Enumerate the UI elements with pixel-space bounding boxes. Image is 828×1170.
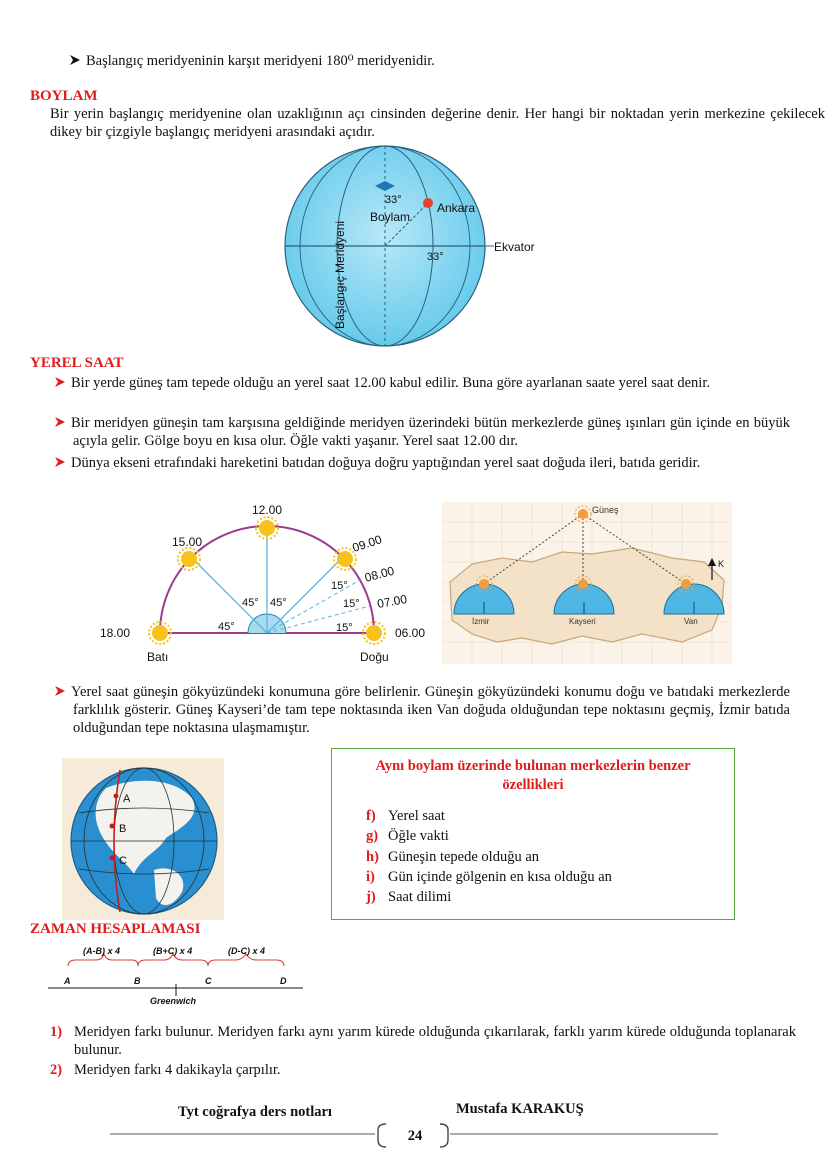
zaman-heading: ZAMAN HESAPLAMASI bbox=[30, 921, 201, 937]
point-c: C bbox=[205, 976, 212, 986]
sun-icon bbox=[255, 516, 279, 540]
gunes-label: Güneş bbox=[592, 505, 619, 515]
footer-right: Mustafa KARAKUŞ bbox=[456, 1101, 584, 1117]
formula-b-c: (B+C) x 4 bbox=[153, 946, 192, 956]
ankara-label: Ankara bbox=[437, 201, 475, 215]
box-list-item: h)Güneşin tepede olduğu an bbox=[366, 848, 540, 865]
zaman-diagram: (A-B) x 4 (B+C) x 4 (D-C) x 4 A B C D Gr… bbox=[48, 946, 303, 1006]
angle-top-label: 33° bbox=[385, 194, 402, 206]
box-list-item: g)Öğle vakti bbox=[366, 828, 449, 845]
footer-left: Tyt coğrafya ders notları bbox=[178, 1104, 332, 1120]
time-0600: 06.00 bbox=[395, 626, 425, 640]
angle-45-bottom: 45° bbox=[218, 621, 235, 633]
sun-icon bbox=[574, 505, 592, 523]
sun-icon bbox=[362, 621, 386, 645]
intro-bullet: Başlangıç meridyeninin karşıt meridyeni … bbox=[70, 52, 790, 70]
same-longitude-box: Aynı boylam üzerinde bulunan merkezlerin… bbox=[331, 748, 735, 920]
formula-a-b: (A-B) x 4 bbox=[83, 946, 120, 956]
box-list-item: i)Gün içinde gölgenin en kısa olduğu an bbox=[366, 868, 612, 885]
kayseri-label: Kayseri bbox=[569, 617, 596, 626]
arrow-bullet-icon bbox=[55, 377, 65, 387]
yerel-saat-bullet-4: Yerel saat güneşin gökyüzündeki konumuna… bbox=[55, 683, 790, 737]
izmir-label: İzmir bbox=[472, 617, 490, 626]
page-number: 24 bbox=[407, 1128, 423, 1144]
point-d: D bbox=[280, 976, 287, 986]
arrow-bullet-icon bbox=[55, 686, 65, 696]
arrow-bullet-icon bbox=[55, 417, 65, 427]
yerel-saat-bullet-2: Bir meridyen güneşin tam karşısına geldi… bbox=[55, 414, 790, 450]
sun-icon bbox=[333, 547, 357, 571]
time-1800: 18.00 bbox=[100, 626, 130, 640]
globe-point-b: B bbox=[119, 823, 126, 835]
angle-marker bbox=[375, 181, 395, 191]
angle-45-right: 45° bbox=[270, 597, 287, 609]
north-label: K bbox=[718, 559, 724, 569]
label-dogu: Doğu bbox=[360, 650, 389, 664]
sun-arc-diagram: 12.00 15.00 18.00 09.00 08.00 07.00 06.0… bbox=[100, 503, 425, 664]
yerel-saat-heading: YEREL SAAT bbox=[30, 355, 124, 371]
zaman-step-1: 1)Meridyen farkı bulunur. Meridyen farkı… bbox=[50, 1024, 796, 1058]
angle-45-left: 45° bbox=[242, 597, 259, 609]
time-0700: 07.00 bbox=[376, 592, 408, 611]
angle-15-b: 15° bbox=[343, 598, 360, 610]
sun-icon bbox=[177, 547, 201, 571]
formula-d-c: (D-C) x 4 bbox=[228, 946, 265, 956]
point-a: A bbox=[63, 976, 71, 986]
angle-15-c: 15° bbox=[336, 622, 353, 634]
time-0800: 08.00 bbox=[363, 564, 396, 585]
arrow-bullet-icon bbox=[70, 55, 80, 65]
boylam-label: Boylam bbox=[370, 210, 410, 224]
yerel-saat-bullet-1: Bir yerde güneş tam tepede olduğu an yer… bbox=[55, 374, 790, 392]
meridian-label: Başlangıç Meridyeni bbox=[333, 221, 347, 329]
turkey-sun-map: K Güneş İzmir Kayseri Van bbox=[442, 502, 732, 664]
time-0900: 09.00 bbox=[351, 532, 384, 555]
globe-point-c: C bbox=[119, 855, 127, 867]
van-dome bbox=[663, 583, 725, 615]
sun-icon bbox=[574, 575, 592, 593]
van-label: Van bbox=[684, 617, 698, 626]
globe-point-a: A bbox=[123, 793, 131, 805]
point-b: B bbox=[134, 976, 141, 986]
abc-globe-image: A B C bbox=[62, 758, 224, 920]
north-arrow-icon bbox=[708, 558, 716, 580]
time-1200: 12.00 bbox=[252, 503, 282, 517]
footer-rule bbox=[110, 1123, 718, 1148]
ankara-point bbox=[423, 198, 433, 208]
box-list: f)Yerel saat g)Öğle vakti h)Güneşin tepe… bbox=[366, 807, 612, 906]
boylam-globe-diagram: 33° Boylam Ankara 33° Ekvator Başlangıç … bbox=[284, 145, 535, 347]
boylam-heading: BOYLAM bbox=[30, 88, 98, 104]
angle-15-a: 15° bbox=[331, 580, 348, 592]
angle-eq-label: 33° bbox=[427, 251, 444, 263]
time-1500: 15.00 bbox=[172, 535, 202, 549]
box-title: Aynı boylam üzerinde bulunan merkezlerin… bbox=[375, 758, 691, 793]
sun-icon bbox=[475, 575, 493, 593]
boylam-text: Bir yerin başlangıç meridyenine olan uza… bbox=[50, 106, 825, 140]
arrow-bullet-icon bbox=[55, 457, 65, 467]
greenwich-label: Greenwich bbox=[150, 996, 197, 1006]
yerel-saat-bullet-3: Dünya ekseni etrafındaki hareketini batı… bbox=[55, 454, 790, 472]
ekvator-label: Ekvator bbox=[494, 240, 535, 254]
sun-icon bbox=[677, 575, 695, 593]
box-list-item: j)Saat dilimi bbox=[366, 889, 452, 906]
sun-icon bbox=[148, 621, 172, 645]
label-bati: Batı bbox=[147, 650, 168, 664]
box-list-item: f)Yerel saat bbox=[366, 808, 445, 824]
zaman-step-2: 2)Meridyen farkı 4 dakikayla çarpılır. bbox=[50, 1062, 281, 1078]
